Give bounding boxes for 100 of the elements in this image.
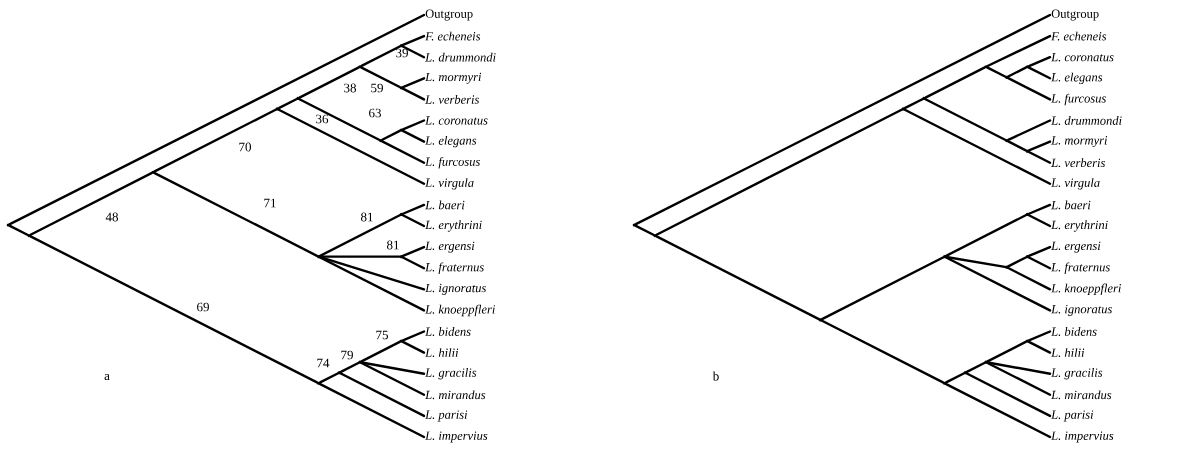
taxon-label: L. mirandus bbox=[1051, 390, 1112, 400]
branch-line bbox=[319, 255, 401, 258]
taxon-label: L. erythrini bbox=[425, 220, 482, 232]
branch-line bbox=[1007, 256, 1027, 268]
taxon-label: L. virgula bbox=[425, 178, 474, 190]
branch-line bbox=[655, 235, 821, 321]
taxon-label: L. ergensi bbox=[425, 241, 475, 253]
branch-line bbox=[965, 361, 986, 374]
branch-line bbox=[903, 98, 924, 110]
branch-line bbox=[945, 382, 1052, 439]
support-value: 38 bbox=[344, 83, 356, 93]
branch-line bbox=[360, 361, 426, 396]
taxon-label: L. furcosus bbox=[1051, 93, 1106, 106]
taxon-label: L. impervius bbox=[1051, 431, 1114, 443]
branch-line bbox=[1007, 266, 1052, 291]
branch-line bbox=[1007, 66, 1027, 78]
taxon-label: Outgroup bbox=[425, 9, 473, 21]
branch-line bbox=[1027, 256, 1052, 270]
support-value: 74 bbox=[317, 358, 330, 368]
support-value: 81 bbox=[387, 240, 399, 250]
branch-line bbox=[945, 372, 965, 384]
branch-line bbox=[1027, 203, 1052, 215]
branch-line bbox=[820, 256, 945, 321]
branch-point bbox=[399, 212, 403, 217]
taxon-label: L. mormyri bbox=[1051, 136, 1108, 148]
branch-line bbox=[153, 108, 277, 173]
branch-line bbox=[401, 129, 426, 143]
taxon-label: F. echeneis bbox=[1051, 31, 1107, 41]
branch-line bbox=[381, 129, 401, 141]
taxon-label: L. elegans bbox=[425, 135, 477, 148]
taxon-label: L. virgula bbox=[1051, 178, 1100, 190]
taxon-label: L. ergensi bbox=[1051, 241, 1101, 253]
taxon-label: L. mormyri bbox=[425, 72, 482, 84]
branch-point bbox=[1025, 339, 1029, 343]
branch-line bbox=[401, 203, 426, 215]
branch-line bbox=[8, 13, 426, 226]
branch-line bbox=[319, 256, 426, 312]
branch-line bbox=[339, 372, 426, 418]
branch-line bbox=[360, 361, 426, 375]
support-value: 69 bbox=[197, 302, 209, 312]
branch-line bbox=[277, 108, 426, 185]
taxon-label: L. baeri bbox=[1051, 200, 1091, 210]
branch-point bbox=[399, 86, 403, 90]
branch-point bbox=[943, 255, 947, 259]
taxon-label: L. knoeppfleri bbox=[425, 304, 495, 317]
taxon-label: L. gracilis bbox=[425, 368, 477, 380]
taxon-label: Outgroup bbox=[1051, 9, 1099, 21]
branch-line bbox=[986, 361, 1052, 375]
taxon-label: L. fraternus bbox=[425, 262, 484, 274]
taxon-label: L. gracilis bbox=[1051, 368, 1103, 380]
branch-line bbox=[29, 235, 319, 384]
branch-point bbox=[818, 318, 823, 322]
branch-line bbox=[1027, 340, 1052, 354]
taxon-label: L. impervius bbox=[425, 431, 488, 443]
branch-point bbox=[943, 381, 947, 385]
taxon-label: L. hilii bbox=[425, 348, 459, 357]
branch-line bbox=[945, 255, 1007, 269]
branch-point bbox=[296, 96, 300, 100]
branch-line bbox=[319, 382, 426, 439]
support-value: 70 bbox=[239, 142, 251, 152]
branch-line bbox=[965, 372, 1052, 418]
branch-point bbox=[1005, 265, 1009, 269]
panel-letter: a bbox=[104, 373, 110, 381]
branch-point bbox=[358, 360, 362, 364]
support-value: 79 bbox=[341, 350, 353, 360]
branch-line bbox=[1007, 76, 1052, 101]
support-value: 81 bbox=[361, 212, 373, 222]
taxon-label: L. parisi bbox=[1051, 410, 1094, 422]
branch-line bbox=[319, 256, 426, 291]
branch-point bbox=[316, 255, 321, 259]
branch-line bbox=[360, 45, 401, 68]
branch-line bbox=[401, 77, 426, 89]
taxon-label: L. baeri bbox=[425, 200, 465, 210]
taxon-label: L. coronatus bbox=[425, 116, 488, 125]
branch-point bbox=[337, 371, 341, 375]
branch-line bbox=[401, 45, 426, 59]
branch-line bbox=[339, 361, 360, 374]
taxon-label: F. echeneis bbox=[425, 31, 481, 41]
branch-point bbox=[653, 233, 657, 238]
branch-line bbox=[634, 13, 1052, 226]
branch-point bbox=[358, 65, 362, 69]
branch-point bbox=[1025, 255, 1029, 259]
taxon-label: L. ignoratus bbox=[425, 283, 486, 295]
branch-line bbox=[360, 66, 401, 89]
taxon-label: L. parisi bbox=[425, 410, 468, 422]
branch-line bbox=[1007, 119, 1052, 142]
taxon-label: L. furcosus bbox=[425, 157, 480, 169]
branch-line bbox=[986, 340, 1027, 363]
branch-line bbox=[655, 108, 903, 236]
branch-line bbox=[298, 98, 381, 141]
branch-line bbox=[298, 66, 360, 99]
branch-point bbox=[275, 107, 279, 111]
branch-point bbox=[984, 65, 988, 69]
branch-point bbox=[379, 139, 383, 143]
support-value: 48 bbox=[105, 212, 118, 222]
branch-line bbox=[1007, 140, 1027, 152]
branch-line bbox=[401, 340, 426, 354]
taxon-label: L. erythrini bbox=[1051, 220, 1108, 232]
branch-line bbox=[8, 224, 29, 236]
branch-line bbox=[986, 66, 1007, 78]
